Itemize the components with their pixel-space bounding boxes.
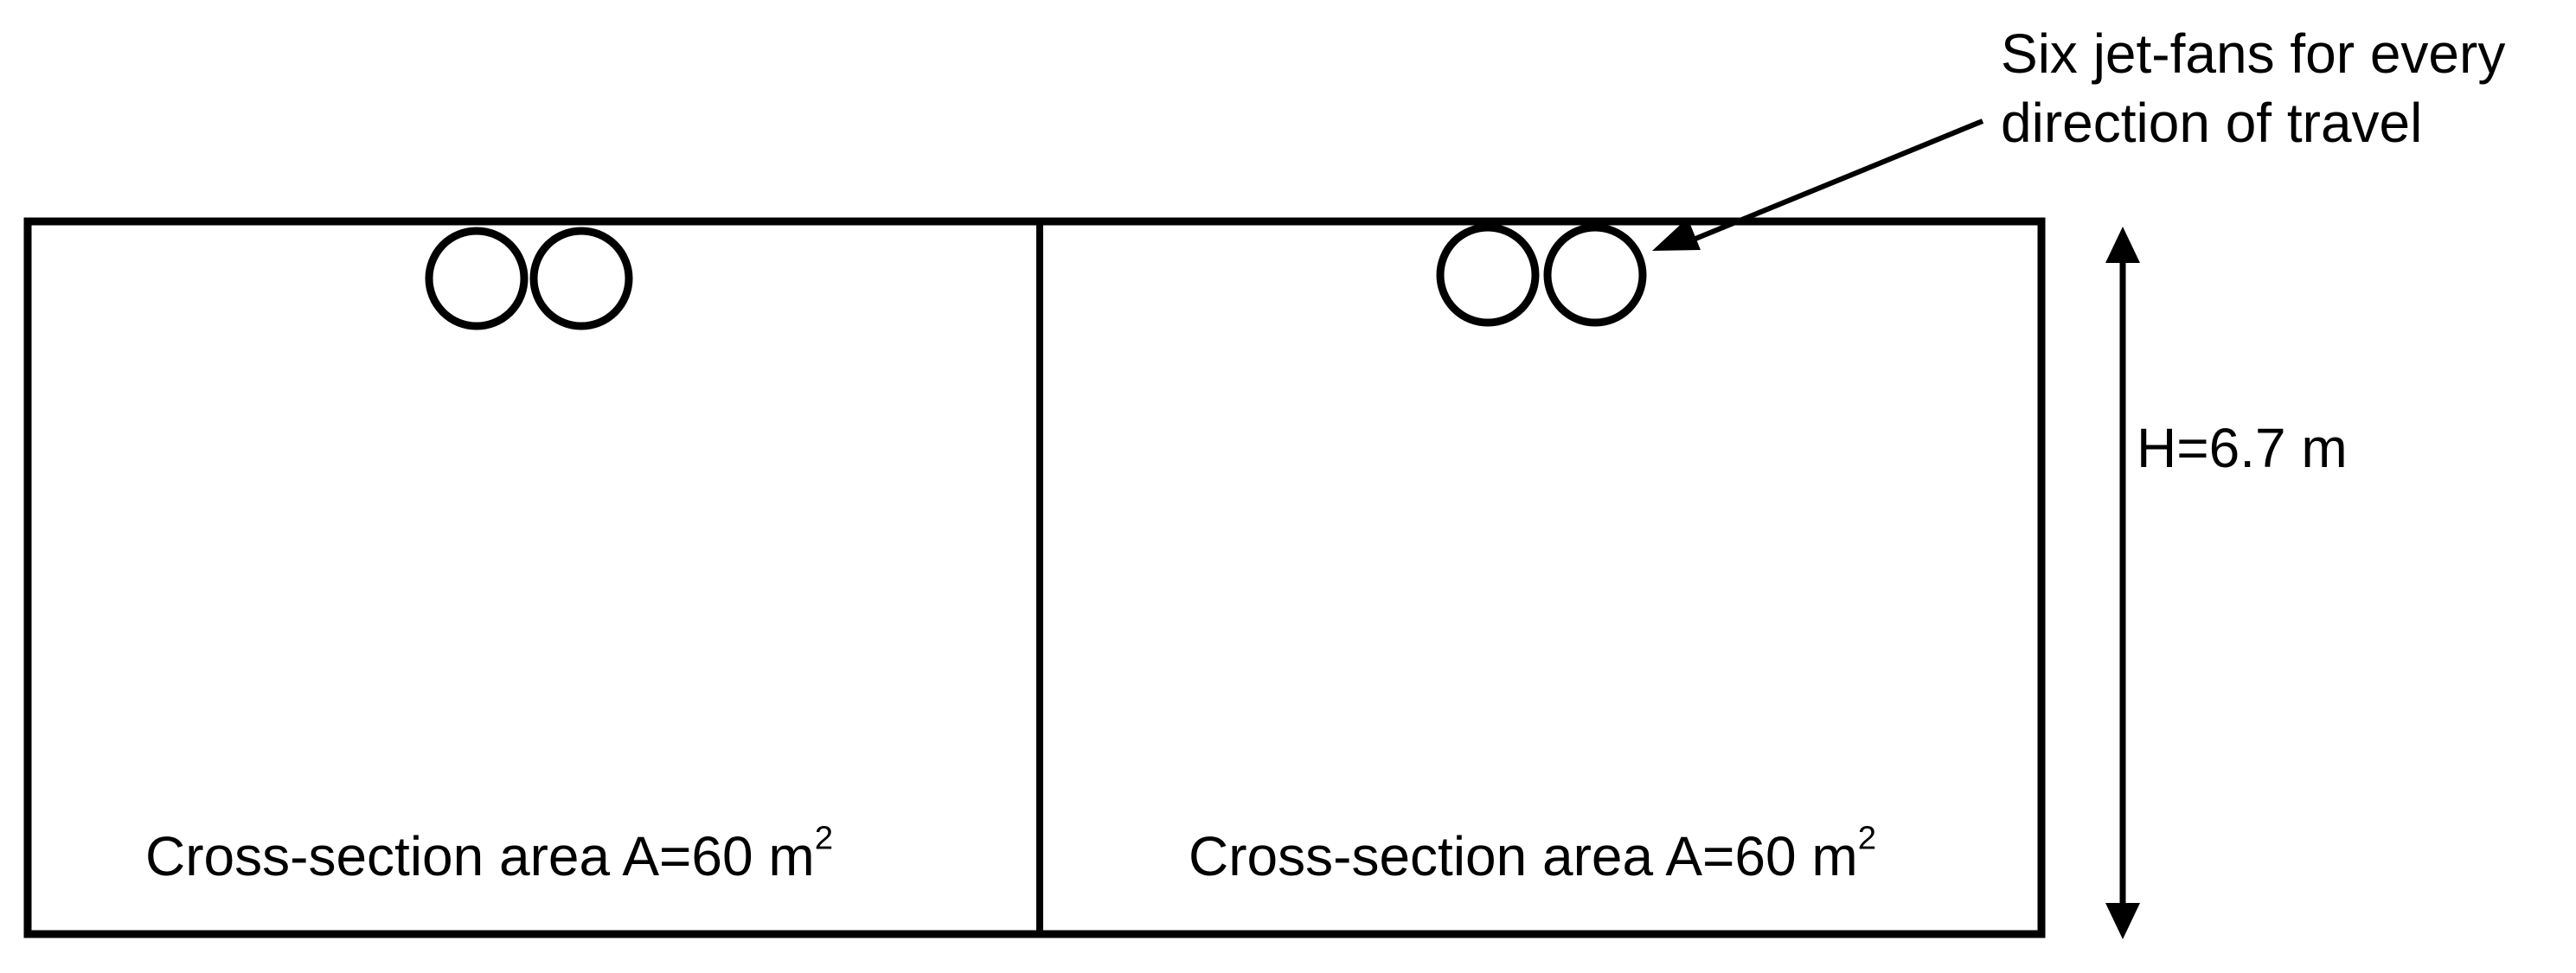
jet-fan-right-2 — [1543, 223, 1647, 327]
jet-fan-annotation: Six jet-fans for every direction of trav… — [2001, 19, 2505, 157]
annotation-line-1: Six jet-fans for every — [2001, 22, 2506, 85]
jet-fan-left-1 — [425, 227, 529, 330]
annotation-arrow-line — [1694, 118, 1984, 241]
jet-fan-right-1 — [1436, 223, 1540, 327]
height-label: H=6.7 m — [2137, 417, 2348, 479]
height-arrowhead-bottom — [2105, 903, 2140, 939]
right-bore-area-label: Cross-section area A=60 m2 — [1189, 822, 1876, 891]
right-bore-area-exponent: 2 — [1857, 819, 1877, 857]
annotation-arrowhead — [1652, 218, 1701, 251]
jet-fan-left-2 — [529, 227, 633, 330]
right-bore-area-text: Cross-section area A=60 m — [1189, 825, 1858, 887]
height-arrowhead-top — [2105, 227, 2140, 263]
left-bore-area-label: Cross-section area A=60 m2 — [145, 822, 833, 891]
left-bore-area-text: Cross-section area A=60 m — [145, 825, 815, 887]
left-bore-area-exponent: 2 — [814, 819, 834, 857]
annotation-line-2: direction of travel — [2001, 92, 2423, 154]
tunnel-outline — [23, 217, 2046, 938]
